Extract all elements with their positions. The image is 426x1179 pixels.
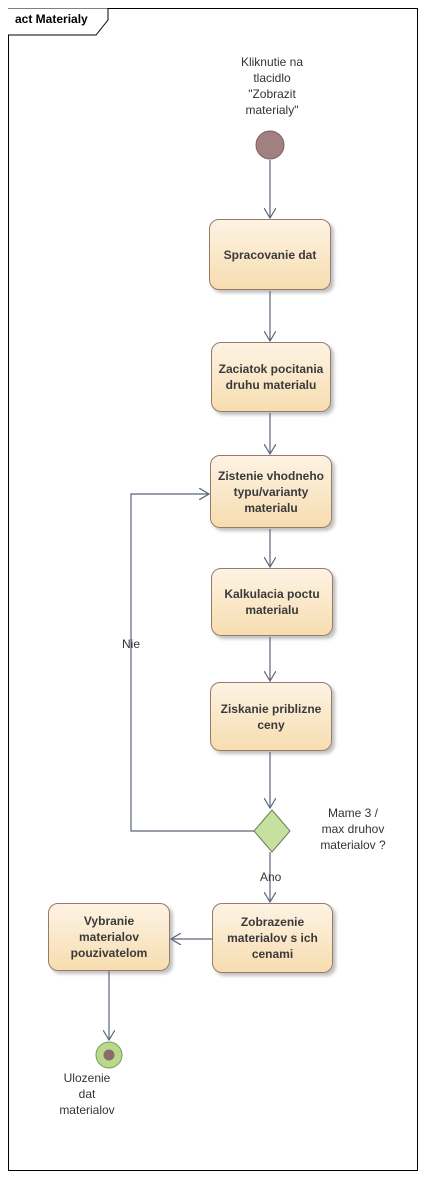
final-node: [95, 1041, 123, 1069]
guard-no-label: Nie: [122, 637, 141, 651]
action-spracovanie-dat[interactable]: Spracovanie dat: [209, 219, 331, 290]
frame-tab: [8, 8, 109, 36]
edge-decision-loop: [130, 494, 254, 832]
action-ziskanie-ceny[interactable]: Ziskanie priblizne ceny: [210, 682, 332, 751]
action-vybranie-materialov[interactable]: Vybranie materialov pouzivatelom: [48, 903, 170, 971]
action-zaciatok-pocitania[interactable]: Zaciatok pocitania druhu materialu: [211, 342, 331, 412]
action-zistenie-typu[interactable]: Zistenie vhodneho typu/varianty material…: [210, 455, 332, 528]
decision-node: [253, 809, 291, 853]
initial-node: [255, 130, 285, 160]
diagram-title: act Materialy: [15, 12, 88, 26]
start-note: Kliknutie na tlacidlo "Zobrazit material…: [240, 55, 304, 117]
end-note: Ulozenie dat materialov: [59, 1071, 115, 1117]
guard-yes-label: Ano: [260, 870, 282, 884]
action-kalkulacia-poctu[interactable]: Kalkulacia poctu materialu: [211, 568, 333, 636]
diagram-frame: [8, 8, 418, 1171]
action-zobrazenie-materialov[interactable]: Zobrazenie materialov s ich cenami: [212, 903, 333, 973]
decision-note: Mame 3 / max druhov materialov ?: [320, 806, 386, 852]
